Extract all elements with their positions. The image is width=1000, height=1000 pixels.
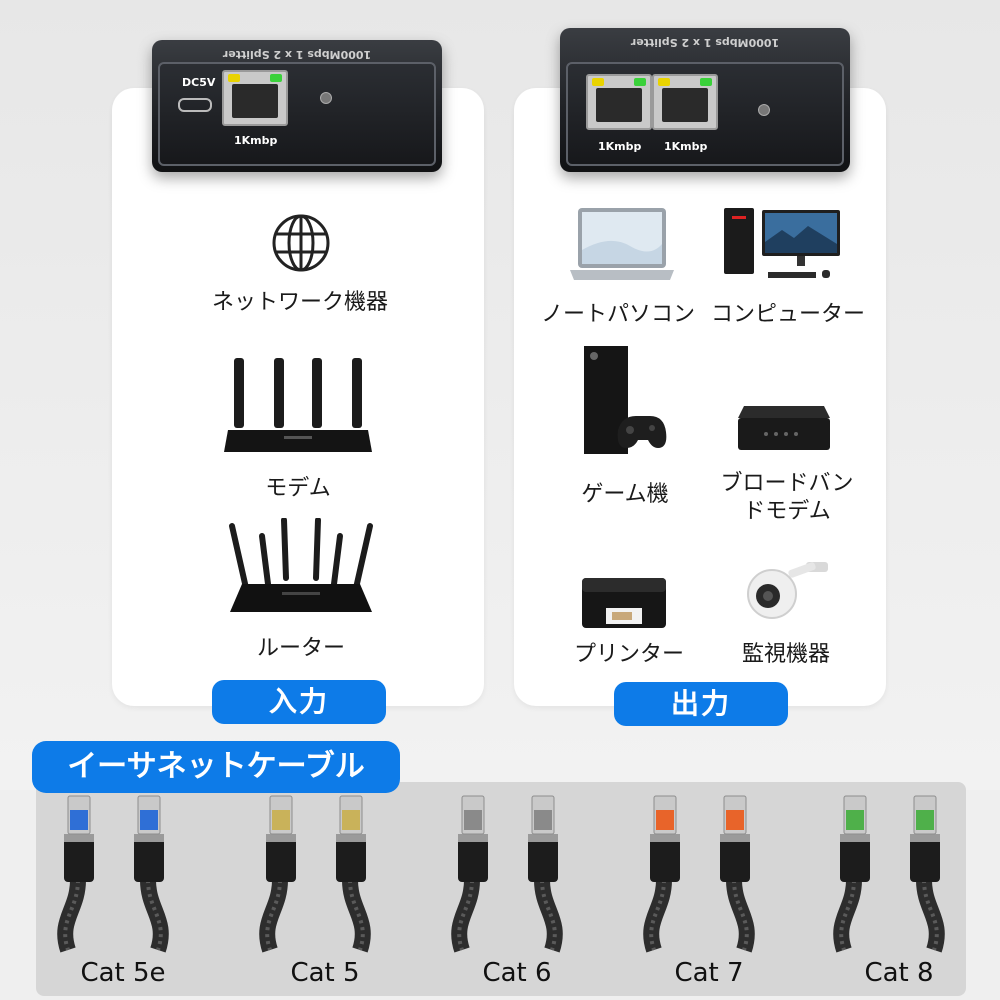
- cables-panel: [36, 782, 966, 996]
- input-item-label-router: ルーター: [256, 636, 345, 661]
- power-label: DC5V: [182, 76, 216, 89]
- ethernet-port-2: [652, 74, 718, 130]
- output-badge: 出力: [614, 682, 788, 726]
- output-item-label-computer: コンピューター: [710, 302, 865, 327]
- modem-icon: [224, 358, 372, 452]
- game-console-icon: [584, 346, 667, 454]
- led-yellow-icon: [228, 74, 240, 82]
- input-item-label-modem: モデム: [265, 476, 331, 501]
- device-front-face: DC5V 1Kmbp: [158, 62, 436, 166]
- ethernet-cable-icon: [643, 795, 755, 953]
- ethernet-port: [222, 70, 288, 126]
- output-item-label-broadband-modem: ブロードバンドモデム: [720, 471, 854, 524]
- globe-icon: [272, 214, 330, 272]
- led-yellow-icon: [592, 78, 604, 86]
- device-top-text: 1000Mbps 1 x 2 Splitter: [630, 36, 780, 49]
- led-green-icon: [700, 78, 712, 86]
- output-item-label-printer: プリンター: [573, 642, 684, 667]
- cable-label-5: Cat 8: [864, 958, 934, 988]
- cable-label-2: Cat 5: [290, 958, 360, 988]
- printer-icon: [582, 578, 666, 628]
- device-top-text: 1000Mbps 1 x 2 Splitter: [222, 48, 372, 61]
- led-green-icon: [634, 78, 646, 86]
- splitter-device-output-side: 1000Mbps 1 x 2 Splitter 1Kmbp 1Kmbp: [560, 28, 850, 172]
- ethernet-cable-icon: [833, 795, 945, 953]
- led-yellow-icon: [658, 78, 670, 86]
- cables-title: イーサネットケーブル: [32, 741, 400, 793]
- led-green-icon: [270, 74, 282, 82]
- cable-5: [814, 790, 984, 1000]
- cable-label-1: Cat 5e: [80, 958, 166, 988]
- screw-icon: [758, 104, 770, 116]
- port-label: 1Kmbp: [234, 134, 278, 147]
- cable-label-3: Cat 6: [482, 958, 552, 988]
- ethernet-cable-icon: [57, 795, 169, 953]
- ethernet-cable-icon: [451, 795, 563, 953]
- desktop-computer-icon: [724, 208, 840, 278]
- splitter-device-input-side: 1000Mbps 1 x 2 Splitter DC5V 1Kmbp: [152, 40, 442, 172]
- broadband-modem-icon: [738, 406, 830, 450]
- usb-c-port-icon: [178, 98, 212, 112]
- device-front-face: 1Kmbp 1Kmbp: [566, 62, 844, 166]
- cable-2: [240, 790, 410, 1000]
- input-item-label-network: ネットワーク機器: [211, 290, 388, 315]
- ethernet-port-1: [586, 74, 652, 130]
- screw-icon: [320, 92, 332, 104]
- output-item-label-laptop: ノートパソコン: [540, 302, 695, 327]
- cable-3: [432, 790, 602, 1000]
- ethernet-cable-icon: [259, 795, 371, 953]
- output-item-label-security: 監視機器: [741, 642, 830, 667]
- cable-1: [38, 790, 208, 1000]
- cable-4: [624, 790, 794, 1000]
- cable-label-4: Cat 7: [674, 958, 744, 988]
- port-label-1: 1Kmbp: [598, 140, 642, 153]
- output-panel: [514, 88, 886, 706]
- input-badge: 入力: [212, 680, 386, 724]
- security-camera-icon: [747, 562, 828, 619]
- laptop-icon: [570, 208, 674, 280]
- output-item-label-game-console: ゲーム機: [581, 482, 669, 507]
- router-icon: [229, 518, 373, 612]
- port-label-2: 1Kmbp: [664, 140, 708, 153]
